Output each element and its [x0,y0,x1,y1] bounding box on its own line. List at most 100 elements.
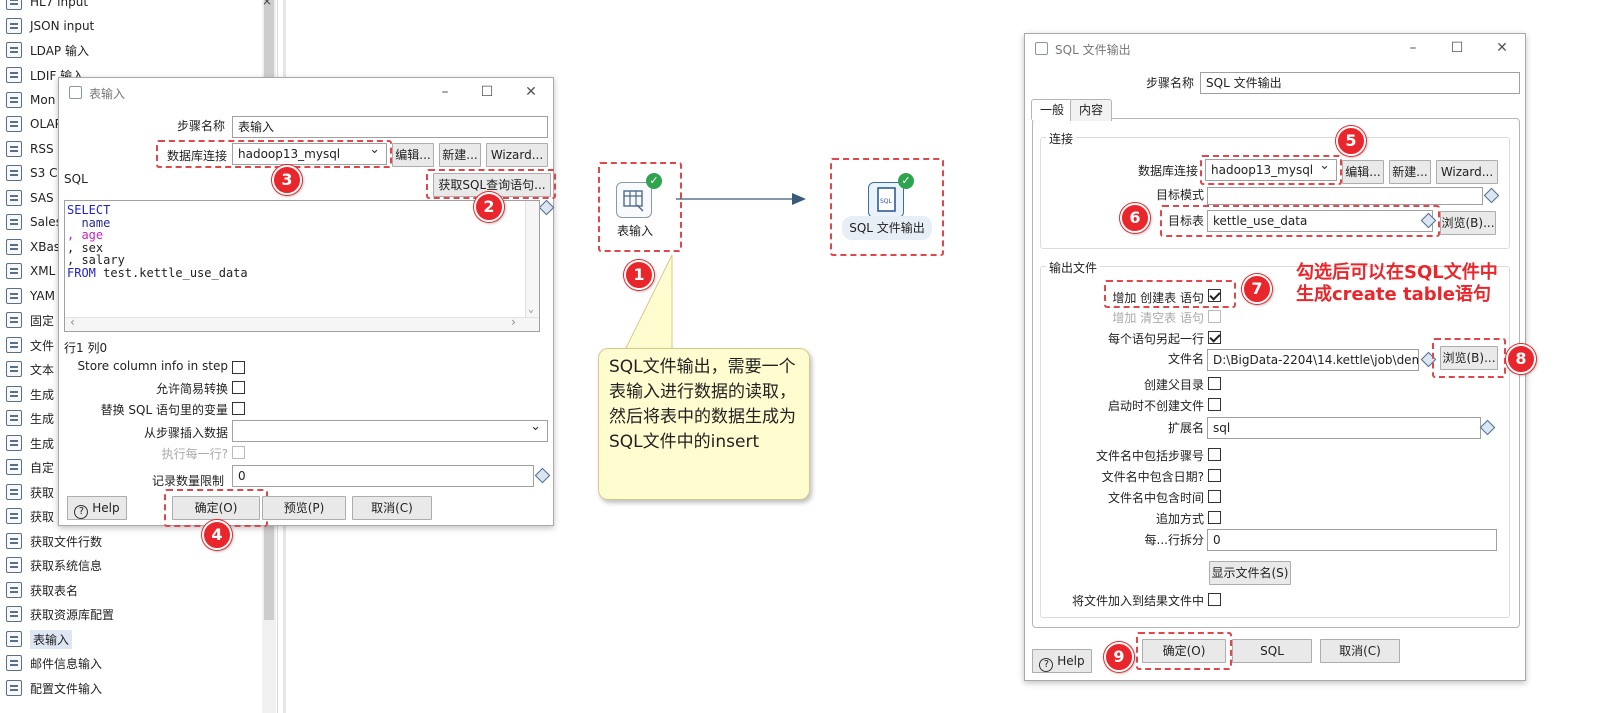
tree-item-label: 获取文件行数 [30,534,103,549]
step-type-icon [6,214,22,230]
tree-item-label: 获取 [30,485,55,500]
cancel-button[interactable]: 取消(C) [352,496,432,520]
tab-content[interactable]: 内容 [1070,99,1113,121]
wizard-button[interactable]: Wizard... [1436,160,1498,184]
sql-line: SELECT [67,203,111,217]
sql-button[interactable]: SQL [1232,639,1312,663]
tree-item[interactable]: XML [6,259,261,283]
tree-item[interactable]: HL7 input [6,0,261,14]
create-parent-checkbox[interactable] [1208,377,1221,390]
chevron-down-icon[interactable]: ⌄ [528,304,535,315]
browse-file-button[interactable]: 浏览(B)... [1440,346,1498,370]
dialog-title: SQL 文件输出 [1055,43,1131,57]
append-checkbox[interactable] [1208,511,1221,524]
chevron-left-icon[interactable]: ‹ [69,315,77,329]
cancel-button[interactable]: 取消(C) [1320,639,1400,663]
sql-editor-hscrollbar[interactable]: ‹ › [65,315,539,331]
close-icon[interactable]: × [262,0,273,8]
target-table-input[interactable]: kettle_use_data [1207,210,1433,232]
new-connection-button[interactable]: 新建... [439,143,481,167]
new-connection-button[interactable]: 新建... [1389,160,1431,184]
split-every-input[interactable]: 0 [1207,529,1497,551]
include-time-checkbox[interactable] [1208,490,1221,503]
sql-output-step-node[interactable]: SQL [868,182,904,218]
tree-item[interactable]: 生成 [6,431,261,455]
tree-item[interactable]: YAM [6,284,261,308]
step-name-input[interactable]: 表输入 [232,116,548,138]
maximize-icon[interactable]: ☐ [1450,40,1464,56]
filename-input[interactable]: D:\BigData-2204\14.kettle\job\demo [1207,349,1419,371]
lazy-conversion-checkbox[interactable] [232,381,245,394]
tree-item[interactable]: 获取 [6,504,261,528]
close-icon[interactable]: ✕ [525,84,537,100]
sql-editor[interactable]: SELECT name , age , sex , salary FROM te… [64,200,540,332]
tree-item[interactable]: 获取系统信息 [6,553,261,577]
replace-variables-checkbox[interactable] [232,402,245,415]
marker-4: 4 [202,520,232,550]
close-icon[interactable]: ✕ [1496,40,1508,56]
tree-item[interactable]: JSON input [6,14,261,38]
include-time-label: 文件名中包含时间 [1107,491,1204,505]
chevron-right-icon[interactable]: › [509,315,517,329]
tree-item[interactable]: 获取资源库配置 [6,602,261,626]
add-create-checkbox[interactable] [1208,289,1221,302]
step-type-icon [6,655,22,671]
execute-each-row-checkbox[interactable] [232,446,245,459]
tree-item[interactable]: XBas [6,235,261,259]
tree-item[interactable]: 表输入 [6,627,261,651]
tree-item[interactable]: RSS [6,137,261,161]
db-connection-select[interactable]: hadoop13_mysql [232,143,387,165]
tree-item[interactable]: S3 C [6,161,261,185]
show-filename-button[interactable]: 显示文件名(S) [1209,561,1291,585]
insert-from-step-select[interactable] [232,420,548,442]
new-line-each-checkbox[interactable] [1208,331,1221,344]
tree-item[interactable]: 获取文件行数 [6,529,261,553]
preview-button[interactable]: 预览(P) [262,496,346,520]
target-table-label: 目标表 [1167,214,1204,228]
note-box[interactable]: SQL文件输出，需要一个表输入进行数据的读取，然后将表中的数据生成为SQL文件中… [598,348,810,500]
step-type-icon [6,386,22,402]
db-connection-select[interactable]: hadoop13_mysql [1205,159,1337,181]
tree-item[interactable]: 获取表名 [6,578,261,602]
minimize-icon[interactable]: – [1409,40,1417,56]
table-input-step-node[interactable] [616,182,652,218]
add-truncate-checkbox[interactable] [1208,310,1221,323]
tree-item[interactable]: 自定 [6,455,261,479]
no-create-on-start-checkbox[interactable] [1208,398,1221,411]
extension-input[interactable]: sql [1207,417,1481,439]
tree-item[interactable]: 文本 [6,357,261,381]
tab-general[interactable]: 一般 [1031,99,1074,120]
edit-connection-button[interactable]: 编辑... [1342,160,1384,184]
tree-item[interactable]: LDAP 输入 [6,38,261,62]
help-button[interactable]: ? Help [67,496,127,520]
store-column-info-checkbox[interactable] [232,361,245,374]
ok-button[interactable]: 确定(O) [172,496,260,520]
include-stepnr-checkbox[interactable] [1208,448,1221,461]
tree-item[interactable]: 获取 [6,480,261,504]
tree-item[interactable]: Mon [6,88,261,112]
browse-table-button[interactable]: 浏览(B)... [1440,211,1496,235]
tree-item[interactable]: Sales [6,210,261,234]
minimize-icon[interactable]: – [441,84,449,100]
step-name-input[interactable]: SQL 文件输出 [1200,72,1520,94]
tree-item[interactable]: OLAP [6,112,261,136]
wizard-button[interactable]: Wizard... [486,143,548,167]
create-parent-label: 创建父目录 [1143,378,1204,392]
tree-item[interactable]: 生成 [6,382,261,406]
add-to-result-checkbox[interactable] [1208,593,1221,606]
limit-input[interactable]: 0 [232,465,534,487]
edit-connection-button[interactable]: 编辑... [392,143,434,167]
tree-item[interactable]: 生成 [6,406,261,430]
tree-item[interactable]: 文件 [6,333,261,357]
tree-item[interactable]: 配置文件输入 [6,676,261,700]
target-schema-input[interactable] [1207,187,1483,205]
tree-item[interactable]: SAS [6,186,261,210]
ok-button[interactable]: 确定(O) [1142,639,1226,663]
include-date-checkbox[interactable] [1208,469,1221,482]
help-button[interactable]: ? Help [1032,649,1092,673]
tree-item[interactable]: 邮件信息输入 [6,651,261,675]
tree-item[interactable]: 固定 [6,308,261,332]
maximize-icon[interactable]: ☐ [480,84,494,100]
sql-editor-vscrollbar[interactable]: ⌄ [525,201,539,317]
